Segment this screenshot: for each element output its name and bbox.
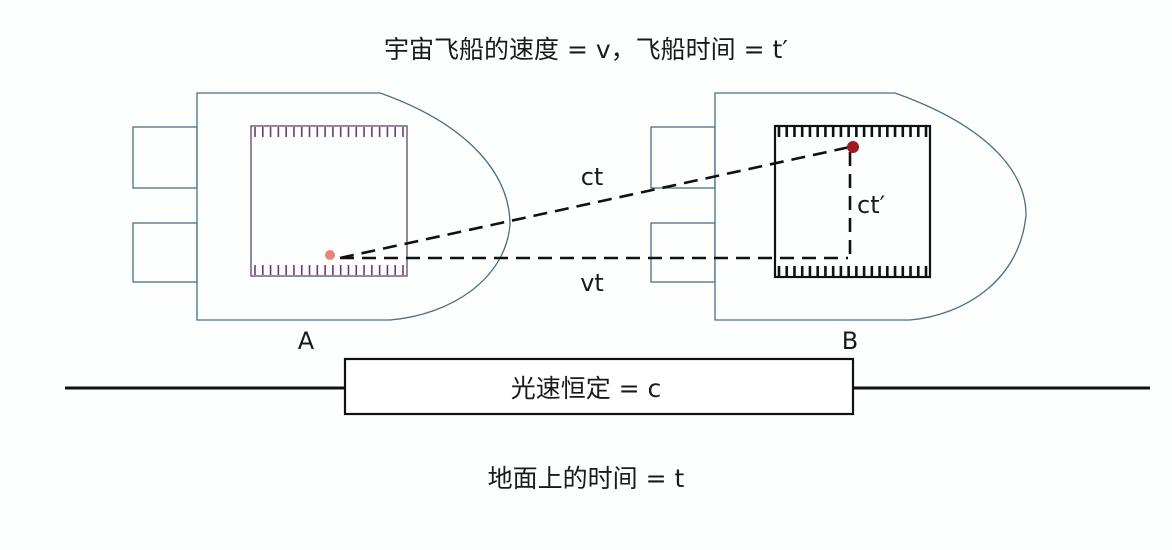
ship-b-body: [714, 92, 1027, 321]
ship-a-body: [196, 92, 511, 321]
title: 宇宙飞船的速度 = v，飞船时间 = t′: [384, 35, 788, 64]
label-ct-prime: ct′: [857, 191, 885, 219]
photon-dot-a: [325, 250, 335, 260]
light-speed-box: [343, 357, 855, 416]
ship-b-fin-top: [650, 126, 716, 189]
clock-b-ticks: [777, 127, 928, 276]
photon-dot-b: [847, 141, 859, 153]
light-clock-b: [773, 124, 932, 279]
light-clock-a: [250, 125, 408, 277]
label-ship-a: A: [298, 327, 315, 355]
clock-a-ticks: [254, 127, 404, 275]
spaceship-a: [132, 92, 511, 321]
label-ship-b: B: [842, 327, 858, 355]
ship-b-fin-bottom: [650, 222, 716, 283]
label-ct: ct: [581, 163, 604, 191]
label-vt: vt: [580, 269, 604, 297]
ground-time-caption: 地面上的时间 = t: [488, 464, 685, 493]
spaceship-b: [650, 92, 1027, 321]
ship-a-fin-top: [132, 126, 198, 189]
ship-a-fin-bottom: [132, 222, 198, 283]
light-speed-label: 光速恒定 = c: [511, 374, 662, 403]
